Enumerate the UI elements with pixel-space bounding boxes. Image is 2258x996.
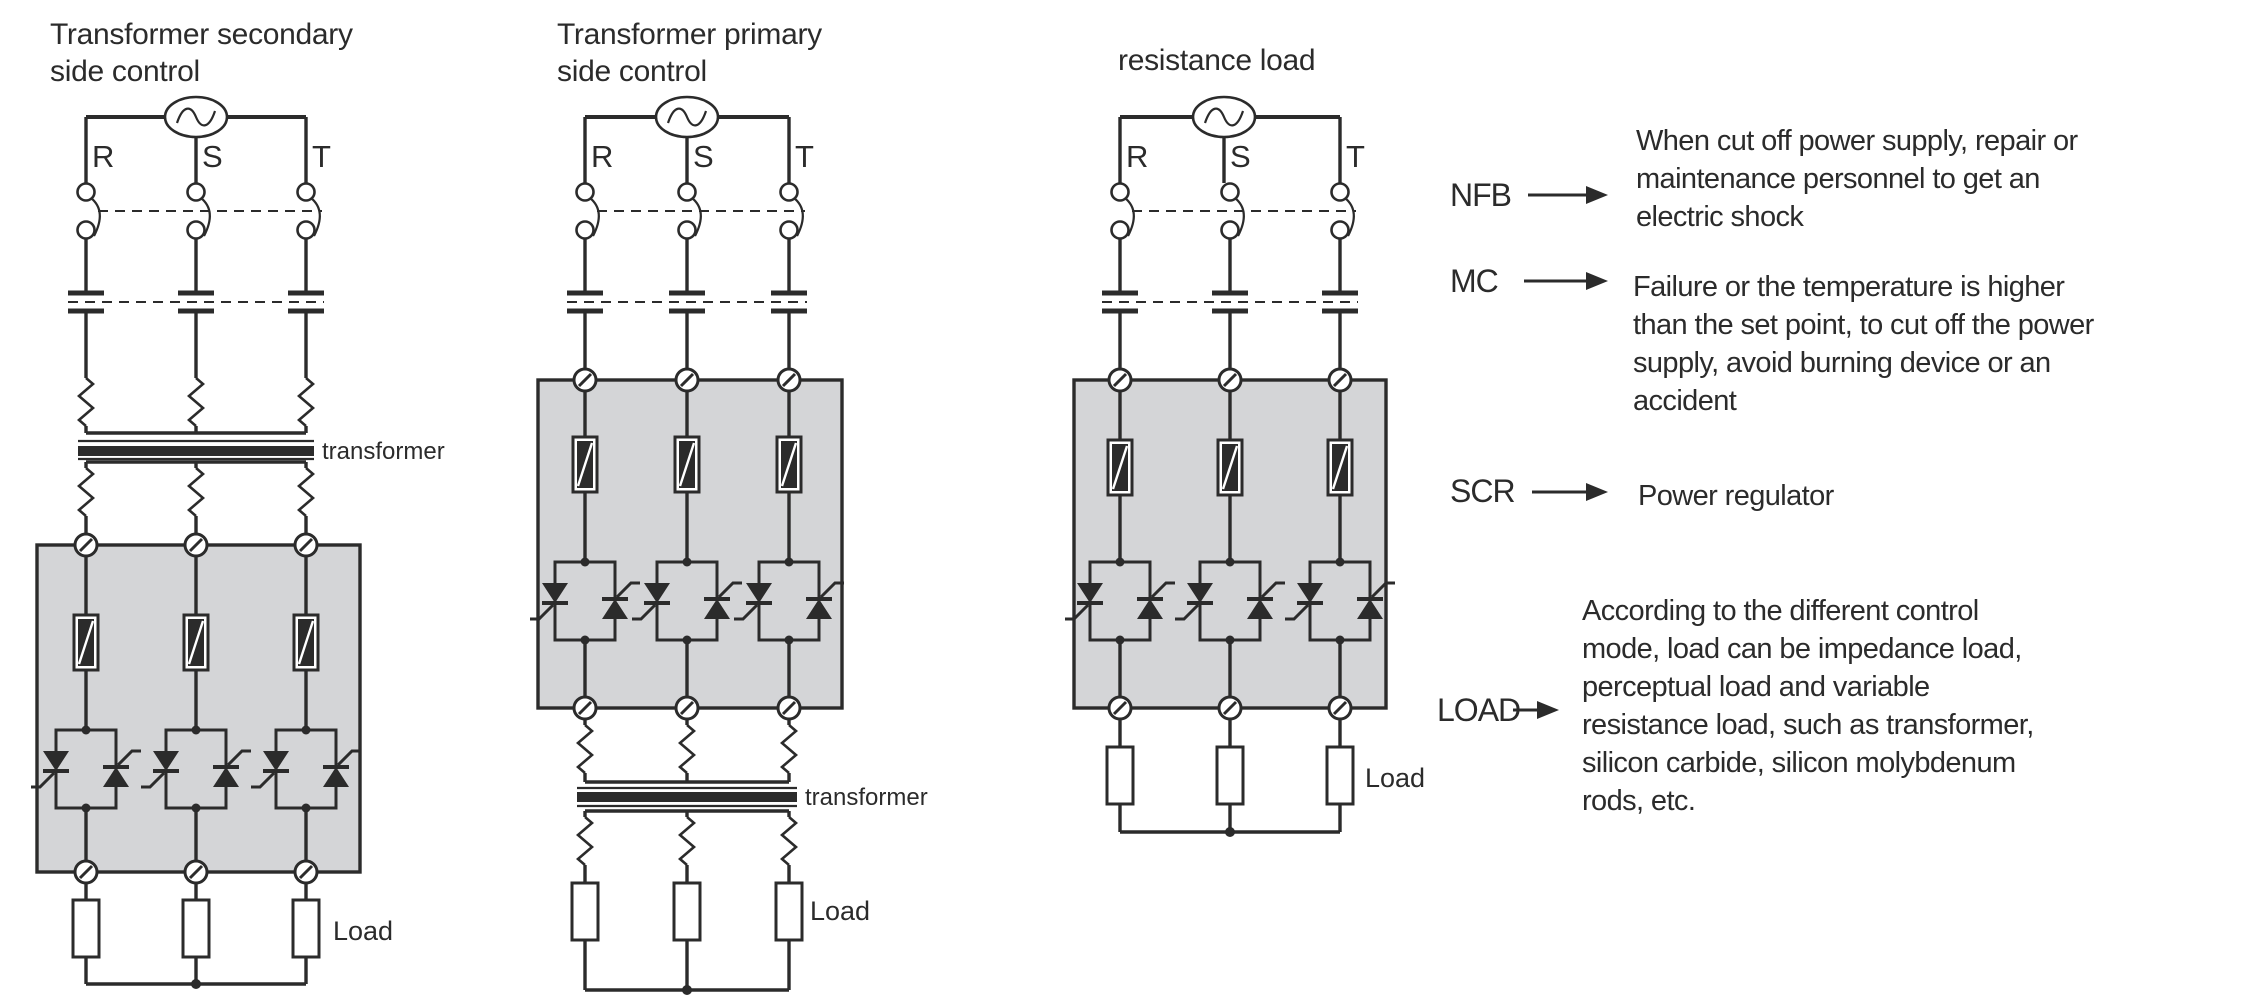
load-label: Load bbox=[810, 896, 870, 926]
legend-term-mc: MC bbox=[1450, 263, 1499, 299]
terminal-icon bbox=[293, 532, 319, 558]
winding-icon bbox=[780, 723, 798, 775]
winding-icon bbox=[780, 815, 798, 867]
winding-icon bbox=[297, 466, 315, 518]
phase-label-r: R bbox=[591, 139, 613, 174]
load-resistor-icon bbox=[570, 881, 600, 942]
legend-arrow-icon bbox=[1532, 483, 1608, 501]
junction-dot bbox=[191, 979, 201, 989]
wires bbox=[84, 117, 308, 986]
legend-desc-mc: Failure or the temperature is higher tha… bbox=[1633, 271, 2094, 417]
fuse-icon bbox=[571, 435, 599, 494]
diagram-secondary-control: R S T transformer Load bbox=[29, 95, 445, 989]
winding-icon bbox=[187, 376, 205, 428]
load-resistor-icon bbox=[71, 898, 101, 959]
load-label: Load bbox=[1365, 763, 1425, 793]
legend-arrow-icon bbox=[1513, 701, 1559, 719]
phase-label-s: S bbox=[1230, 139, 1251, 174]
diagram-title-secondary: Transformer secondary side control bbox=[50, 18, 353, 88]
phase-label-r: R bbox=[92, 139, 114, 174]
legend-arrow-icon bbox=[1524, 272, 1608, 290]
load-resistor-icon bbox=[1215, 745, 1245, 806]
winding-icon bbox=[77, 466, 95, 518]
junction-dot bbox=[682, 985, 692, 995]
wires bbox=[583, 117, 791, 992]
load-resistor-icon bbox=[672, 881, 702, 942]
fuse-icon bbox=[1106, 438, 1134, 497]
terminal-icon bbox=[572, 695, 598, 721]
terminal-icon bbox=[183, 859, 209, 885]
phase-label-t: T bbox=[312, 139, 331, 174]
legend-term-load: LOAD bbox=[1437, 692, 1521, 728]
terminal-icon bbox=[183, 532, 209, 558]
load-resistor-icon bbox=[1105, 745, 1135, 806]
legend-arrow-icon bbox=[1528, 186, 1608, 204]
load-resistor-icon bbox=[291, 898, 321, 959]
diagram-primary-control: R S T transformer Load bbox=[528, 95, 928, 995]
ac-source-icon bbox=[654, 95, 720, 139]
load-resistor-icon bbox=[1325, 745, 1355, 806]
load-label: Load bbox=[333, 916, 393, 946]
diagram-title-primary: Transformer primary side control bbox=[557, 18, 822, 88]
phase-label-s: S bbox=[202, 139, 223, 174]
terminal-icon bbox=[1217, 695, 1243, 721]
legend-term-scr: SCR bbox=[1450, 473, 1516, 509]
terminal-icon bbox=[674, 695, 700, 721]
terminal-icon bbox=[1217, 367, 1243, 393]
winding-icon bbox=[77, 376, 95, 428]
load-resistor-icon bbox=[181, 898, 211, 959]
terminal-icon bbox=[1327, 695, 1353, 721]
terminal-icon bbox=[73, 859, 99, 885]
phase-label-r: R bbox=[1126, 139, 1148, 174]
junction-dot bbox=[1225, 827, 1235, 837]
fuse-icon bbox=[182, 613, 210, 672]
winding-icon bbox=[187, 466, 205, 518]
fuse-icon bbox=[1326, 438, 1354, 497]
fuse-icon bbox=[292, 613, 320, 672]
terminal-icon bbox=[1107, 367, 1133, 393]
legend-desc-nfb: When cut off power supply, repair or mai… bbox=[1636, 125, 2078, 233]
winding-icon bbox=[297, 376, 315, 428]
terminal-icon bbox=[674, 367, 700, 393]
terminal-icon bbox=[776, 695, 802, 721]
wires bbox=[1118, 117, 1342, 834]
transformer-label: transformer bbox=[805, 784, 928, 811]
ac-source-icon bbox=[1191, 95, 1257, 139]
nfb-breaker-icon bbox=[575, 182, 601, 240]
winding-icon bbox=[678, 815, 696, 867]
phase-label-s: S bbox=[693, 139, 714, 174]
diagram-title-resistance: resistance load bbox=[1118, 44, 1316, 77]
fuse-icon bbox=[673, 435, 701, 494]
transformer-core-icon bbox=[577, 786, 797, 808]
nfb-breaker-icon bbox=[1110, 182, 1136, 240]
winding-icon bbox=[678, 723, 696, 775]
diagram-resistance-load: R S T Load bbox=[1063, 95, 1425, 837]
terminal-icon bbox=[776, 367, 802, 393]
winding-icon bbox=[576, 815, 594, 867]
fuse-icon bbox=[72, 613, 100, 672]
nfb-breaker-icon bbox=[76, 182, 102, 240]
transformer-core-icon bbox=[78, 439, 314, 461]
phase-label-t: T bbox=[1346, 139, 1365, 174]
phase-label-t: T bbox=[795, 139, 814, 174]
ac-source-icon bbox=[163, 95, 229, 139]
terminal-icon bbox=[293, 859, 319, 885]
legend-term-nfb: NFB bbox=[1450, 177, 1512, 213]
terminal-icon bbox=[572, 367, 598, 393]
terminal-icon bbox=[1107, 695, 1133, 721]
legend-desc-scr: Power regulator bbox=[1638, 480, 1834, 512]
transformer-label: transformer bbox=[322, 438, 445, 465]
terminal-icon bbox=[73, 532, 99, 558]
fuse-icon bbox=[775, 435, 803, 494]
load-resistor-icon bbox=[774, 881, 804, 942]
fuse-icon bbox=[1216, 438, 1244, 497]
winding-icon bbox=[576, 723, 594, 775]
legend-desc-load: According to the different control mode,… bbox=[1582, 595, 2034, 817]
terminal-icon bbox=[1327, 367, 1353, 393]
